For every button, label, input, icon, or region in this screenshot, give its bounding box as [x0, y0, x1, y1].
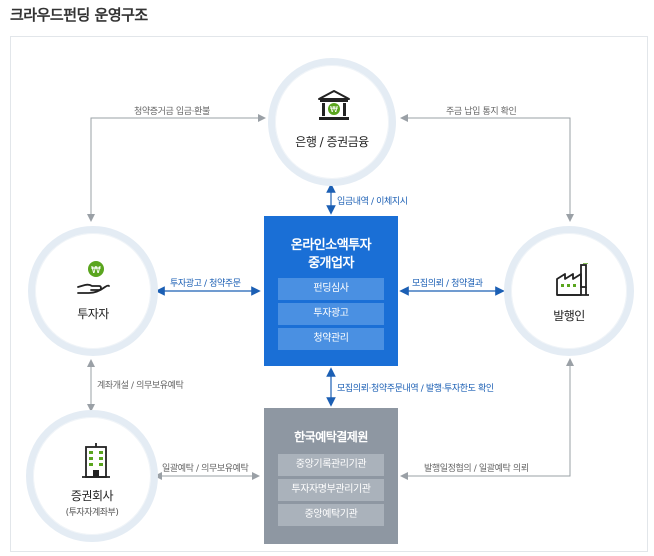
bank-icon: ₩	[318, 90, 350, 120]
hand-coin-icon: ₩	[77, 261, 110, 294]
node-investor-label: 투자자	[77, 307, 109, 321]
node-securities-label: 증권회사	[70, 489, 114, 503]
node-bank-label: 은행 / 증권금융	[295, 135, 369, 149]
ksd-item-investor-register: 투자자명부관리기관	[278, 479, 384, 501]
edge-label-securities-ksd: 일괄예탁 / 의무보유예탁	[162, 464, 249, 474]
broker-title-line2: 중개업자	[308, 256, 354, 271]
edge-label-investor-securities: 계좌개설 / 의무보유예탁	[97, 381, 184, 391]
ksd-item-central-depository: 중앙예탁기관	[278, 504, 384, 526]
edge-bank-issuer	[400, 114, 574, 222]
ksd-box: 한국예탁결제원 중앙기록관리기관 투자자명부관리기관 중앙예탁기관	[264, 408, 398, 544]
broker-item-advertising: 투자광고	[278, 303, 384, 325]
svg-text:₩: ₩	[330, 105, 338, 114]
broker-title-line1: 온라인소액투자	[290, 238, 372, 253]
edge-label-issuer-broker: 모집의뢰 / 청약결과	[412, 279, 483, 289]
edge-label-bank-investor: 청약증거금 입금·환불	[134, 107, 210, 117]
page-title: 크라우드펀딩 운영구조	[10, 6, 148, 24]
building-icon	[82, 443, 110, 478]
edge-label-bank-broker: 입금내역 / 이체지시	[337, 197, 408, 207]
edge-issuer-ksd	[400, 358, 574, 480]
node-securities: 증권회사 (투자자계좌부)	[26, 410, 158, 542]
node-investor: ₩ 투자자	[28, 226, 158, 356]
edge-bank-investor	[87, 114, 266, 222]
edge-label-broker-ksd: 모집의뢰·청약주문내역 / 발행·투자한도 확인	[337, 384, 494, 394]
edge-label-bank-issuer: 주금 납입 통지 확인	[446, 107, 517, 117]
factory-icon	[556, 263, 589, 296]
node-bank: ₩ 은행 / 증권금융	[268, 58, 396, 186]
broker-box: 온라인소액투자 중개업자 펀딩심사 투자광고 청약관리	[264, 216, 398, 366]
edge-label-investor-broker: 투자광고 / 청약주문	[170, 279, 241, 289]
broker-item-subscription: 청약관리	[278, 328, 384, 350]
node-securities-sublabel: (투자자계좌부)	[65, 508, 119, 518]
broker-item-screening: 펀딩심사	[278, 278, 384, 300]
ksd-title: 한국예탁결제원	[294, 430, 368, 444]
node-issuer-label: 발행인	[553, 309, 585, 323]
svg-text:₩: ₩	[91, 265, 101, 276]
edge-label-issuer-ksd: 발행일정협의 / 일괄예탁 의뢰	[424, 464, 529, 474]
ksd-item-central-record: 중앙기록관리기관	[278, 454, 384, 476]
node-issuer: 발행인	[504, 226, 634, 356]
